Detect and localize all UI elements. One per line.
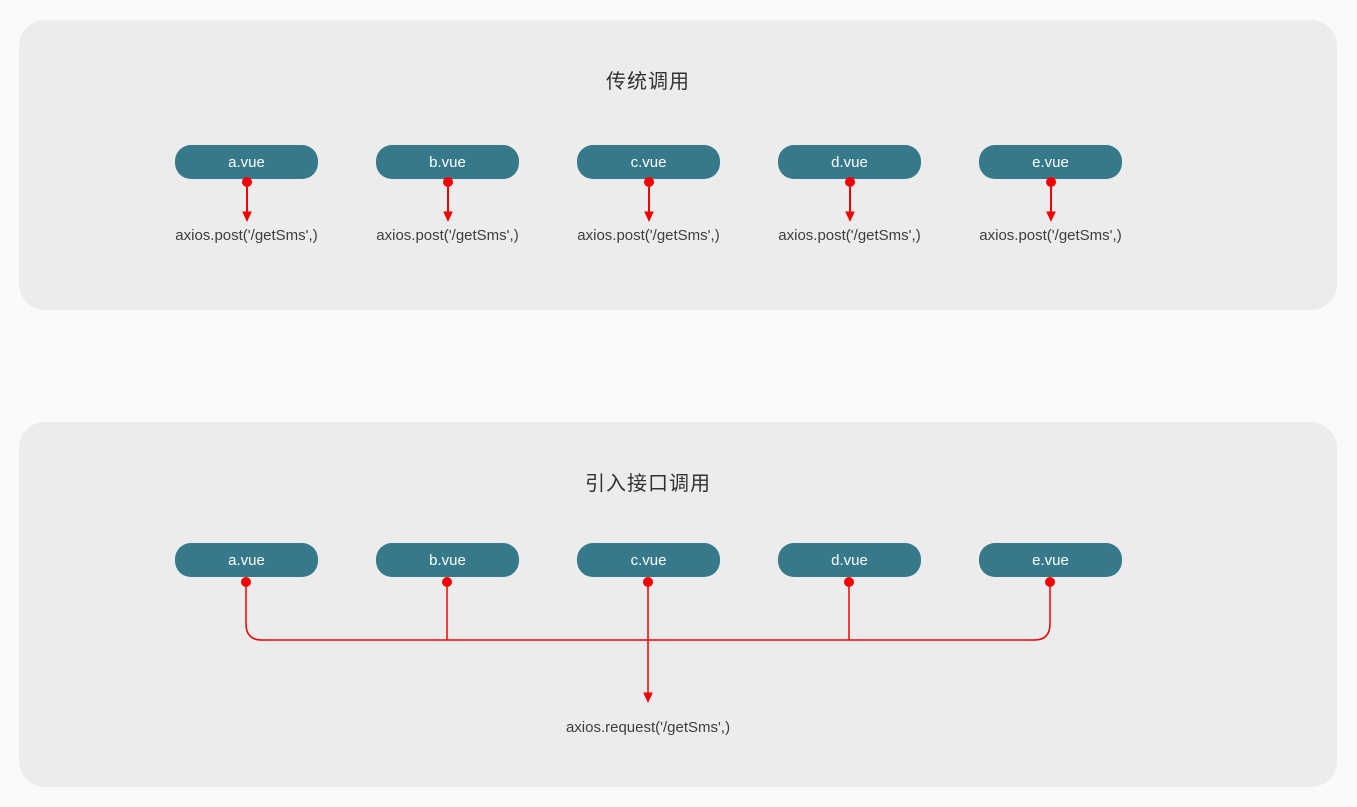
- module-label: c.vue: [630, 153, 667, 171]
- connector-dot: [442, 177, 453, 187]
- module-column: a.vue: [175, 543, 318, 577]
- arrow-head: [643, 692, 653, 703]
- panel-title: 引入接口调用: [585, 473, 711, 495]
- api-call-label: axios.post('/getSms',): [979, 227, 1122, 244]
- module-column: c.vue: [577, 543, 720, 577]
- down-arrow-icon: [442, 177, 453, 222]
- down-arrow-icon: [844, 177, 855, 222]
- module-label: d.vue: [831, 153, 868, 171]
- arrow-head: [241, 211, 252, 222]
- arrow-head: [643, 211, 654, 222]
- module-column: e.vue axios.post('/getSms',): [979, 145, 1122, 244]
- module-column: b.vue: [376, 543, 519, 577]
- api-call-label: axios.request('/getSms',): [565, 719, 731, 736]
- module-box: c.vue: [577, 145, 720, 179]
- api-call-label: axios.post('/getSms',): [175, 227, 318, 244]
- connector-dot: [1045, 577, 1055, 587]
- connector-dot: [844, 177, 855, 187]
- panel-traditional-calls: 传统调用 a.vue axios.post('/getSms',) b.vue …: [19, 20, 1337, 310]
- module-box: e.vue: [979, 543, 1122, 577]
- module-column: c.vue axios.post('/getSms',): [577, 145, 720, 244]
- connector-dot: [241, 177, 252, 187]
- module-column: d.vue: [778, 543, 921, 577]
- connector-dot: [1045, 177, 1056, 187]
- module-box: a.vue: [175, 145, 318, 179]
- module-label: c.vue: [630, 551, 667, 569]
- module-column: d.vue axios.post('/getSms',): [778, 145, 921, 244]
- connector-dot: [241, 577, 251, 587]
- module-column: a.vue axios.post('/getSms',): [175, 145, 318, 244]
- module-box: b.vue: [376, 543, 519, 577]
- connector-line: [245, 586, 263, 641]
- module-label: d.vue: [831, 551, 868, 569]
- arrow-head: [844, 211, 855, 222]
- module-label: b.vue: [429, 551, 466, 569]
- down-arrow-icon: [643, 177, 654, 222]
- api-call-label: axios.post('/getSms',): [376, 227, 519, 244]
- module-box: a.vue: [175, 543, 318, 577]
- connector-dot: [643, 177, 654, 187]
- module-label: e.vue: [1032, 153, 1069, 171]
- connector-line: [1033, 586, 1051, 641]
- arrow-head: [1045, 211, 1056, 222]
- module-column: e.vue: [979, 543, 1122, 577]
- connector-dot: [442, 577, 452, 587]
- api-call-label: axios.post('/getSms',): [778, 227, 921, 244]
- connector-dot: [844, 577, 854, 587]
- down-arrow-icon: [1045, 177, 1056, 222]
- module-label: e.vue: [1032, 551, 1069, 569]
- module-box: d.vue: [778, 543, 921, 577]
- down-arrow-icon: [241, 177, 252, 222]
- panel-unified-calls: 引入接口调用 a.vue b.vue c.vue d.vue e.vue: [19, 422, 1337, 787]
- connector-dot: [643, 577, 653, 587]
- module-column: b.vue axios.post('/getSms',): [376, 145, 519, 244]
- module-box: d.vue: [778, 145, 921, 179]
- api-call-label: axios.post('/getSms',): [577, 227, 720, 244]
- merge-connector: [241, 577, 1055, 703]
- module-box: e.vue: [979, 145, 1122, 179]
- module-label: a.vue: [228, 153, 265, 171]
- module-box: c.vue: [577, 543, 720, 577]
- arrow-head: [442, 211, 453, 222]
- panel-title: 传统调用: [606, 71, 690, 93]
- module-label: a.vue: [228, 551, 265, 569]
- module-label: b.vue: [429, 153, 466, 171]
- module-box: b.vue: [376, 145, 519, 179]
